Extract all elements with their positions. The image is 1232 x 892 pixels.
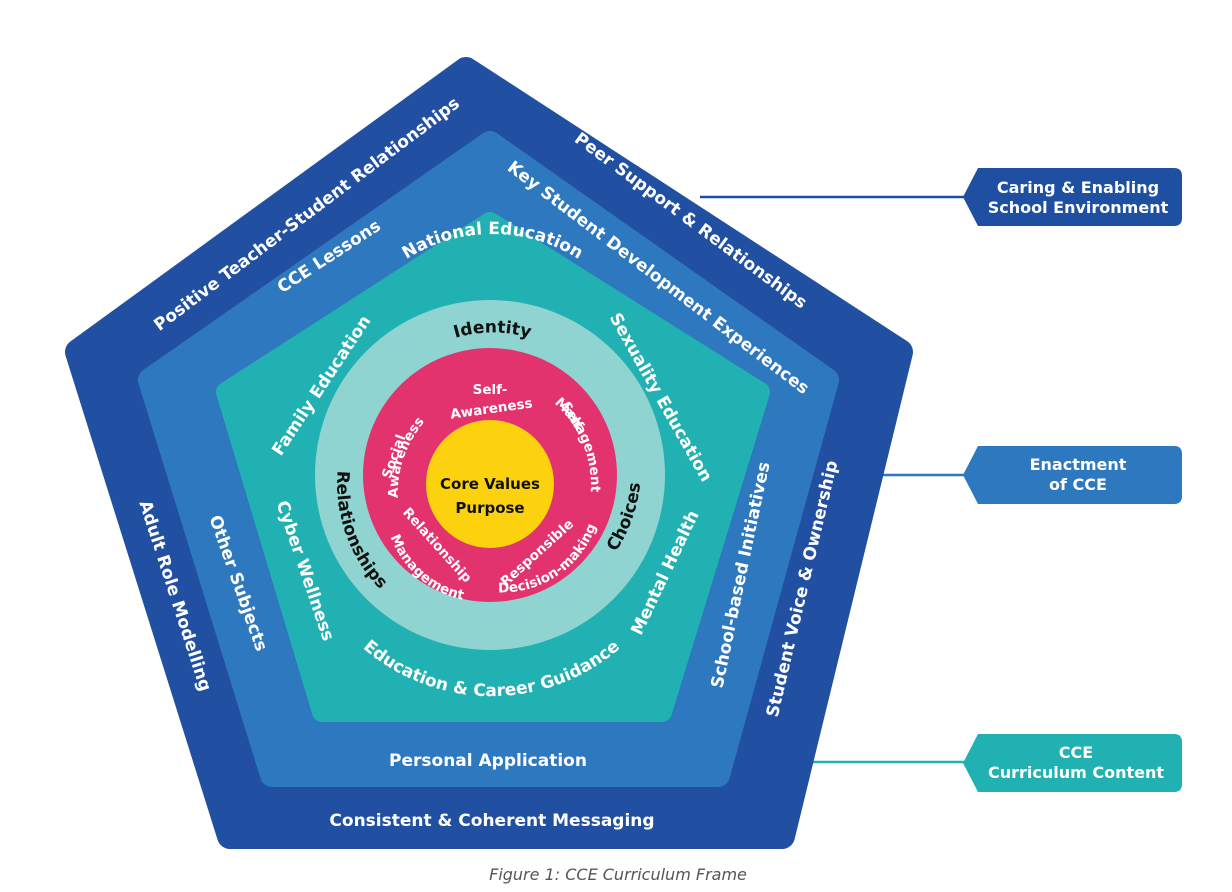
- outer-label-consistent-messaging: Consistent & Coherent Messaging: [329, 811, 654, 831]
- callout-caring-enabling-environment: [963, 168, 1182, 226]
- core-label-purpose: Purpose: [455, 499, 524, 517]
- inner-label-self-awareness-1: Self-: [473, 382, 508, 398]
- callout-enactment-line1: Enactment: [1030, 455, 1127, 474]
- figure-caption: Figure 1: CCE Curriculum Frame: [489, 865, 747, 884]
- callout-content-line1: CCE: [1059, 743, 1093, 762]
- callout-enactment-of-cce: [963, 446, 1182, 504]
- callout-school-env-line1: Caring & Enabling: [997, 178, 1159, 197]
- core-label-core-values: Core Values: [440, 475, 540, 493]
- callout-enactment-line2: of CCE: [1049, 475, 1107, 494]
- callout-school-env-line2: School Environment: [988, 198, 1169, 217]
- callout-content-line2: Curriculum Content: [988, 763, 1164, 782]
- callout-cce-curriculum-content: [963, 734, 1182, 792]
- core-values-purpose-circle: [426, 420, 554, 548]
- second-label-personal-application: Personal Application: [389, 751, 587, 771]
